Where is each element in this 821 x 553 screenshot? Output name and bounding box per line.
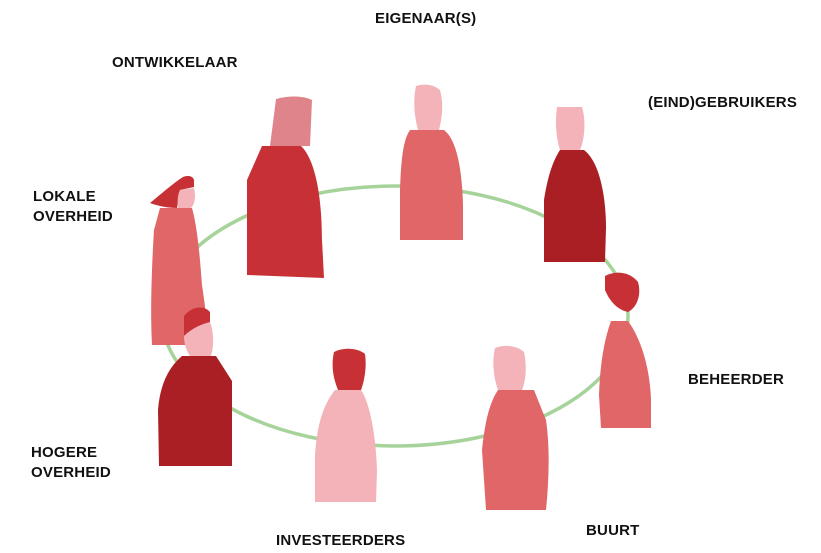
- figure-hogere-overheid-body: [158, 356, 232, 466]
- label-ontwikkelaar: ONTWIKKELAAR: [112, 54, 238, 71]
- figure-buurt-head: [493, 345, 526, 390]
- figure-ontwikkelaar: [247, 96, 324, 278]
- figure-hogere-overheid-face: [184, 322, 214, 356]
- figure-investeerders-body: [315, 390, 377, 502]
- figure-beheerder-body: [599, 321, 651, 428]
- figure-eigenaar-body: [400, 130, 463, 240]
- label-hogere-overheid-line2: OVERHEID: [31, 464, 111, 481]
- figure-eindgebruikers: [544, 107, 606, 262]
- figure-eigenaar: [400, 84, 463, 240]
- label-investeerders: INVESTEERDERS: [276, 532, 406, 549]
- label-hogere-overheid: HOGERE OVERHEID: [31, 443, 111, 483]
- label-hogere-overheid-line1: HOGERE: [31, 444, 98, 461]
- figure-hogere-overheid: [158, 307, 232, 466]
- figure-eigenaar-head: [414, 84, 443, 130]
- figure-buurt: [482, 345, 549, 510]
- figure-buurt-body: [482, 390, 549, 510]
- label-lokale-overheid-line1: LOKALE: [33, 188, 96, 205]
- figure-lokale-overheid-hat: [150, 176, 194, 208]
- figure-investeerders: [315, 348, 377, 502]
- figure-ontwikkelaar-head: [270, 96, 312, 146]
- figure-lokale-overheid-face: [177, 188, 195, 208]
- figure-beheerder-head: [605, 272, 640, 312]
- figure-eindgebruikers-head: [556, 107, 585, 150]
- label-eigenaar: EIGENAAR(S): [375, 10, 477, 27]
- label-beheerder: BEHEERDER: [688, 371, 784, 388]
- figure-eindgebruikers-body: [544, 150, 606, 262]
- label-lokale-overheid-line2: OVERHEID: [33, 208, 113, 225]
- label-eindgebruikers: (EIND)GEBRUIKERS: [648, 94, 798, 111]
- label-buurt: BUURT: [586, 522, 640, 539]
- label-lokale-overheid: LOKALE OVERHEID: [33, 187, 113, 227]
- figure-hogere-overheid-hat: [184, 307, 210, 336]
- figure-ontwikkelaar-body: [247, 146, 324, 278]
- figure-beheerder: [599, 272, 651, 428]
- figure-investeerders-head: [332, 348, 366, 390]
